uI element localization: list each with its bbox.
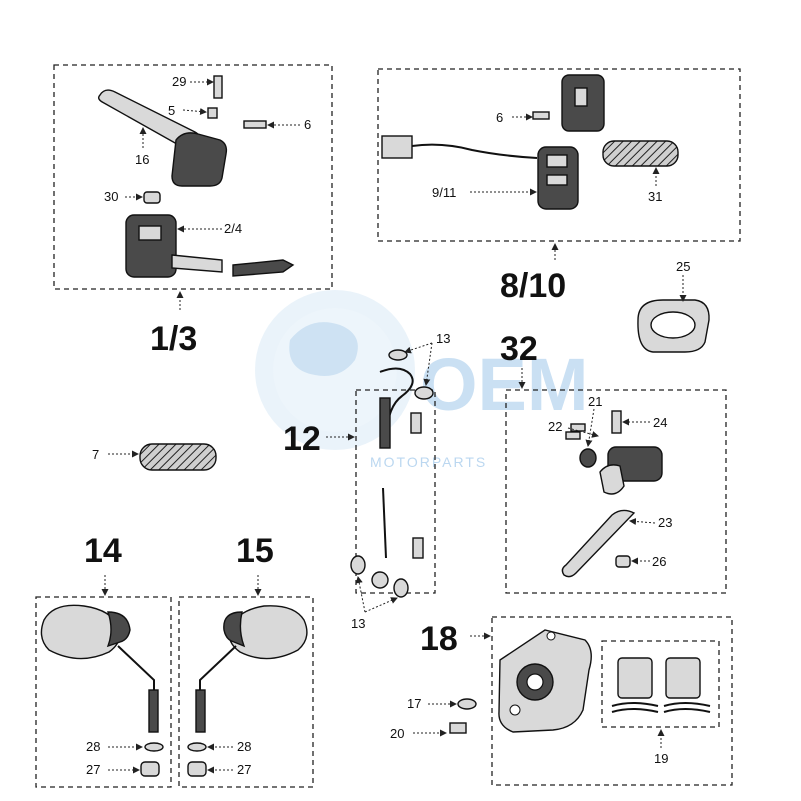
part-5 [207, 107, 218, 119]
part-29 [213, 75, 223, 99]
brake-hose-lower [382, 487, 387, 559]
grip-7 [139, 443, 217, 471]
part-24 [611, 410, 622, 434]
switch-2-4 [125, 214, 177, 278]
group-1-3-box [53, 64, 333, 290]
group-label-1-3: 1/3 [150, 320, 197, 358]
group-18-box [491, 616, 733, 786]
group-label-18: 18 [420, 620, 458, 658]
part-30 [143, 191, 161, 204]
callout-29: 29 [172, 74, 186, 89]
callout-23: 23 [658, 515, 672, 530]
group-12: 13 13 12 [283, 331, 450, 631]
group-label-32: 32 [500, 330, 538, 368]
callout-16: 16 [135, 152, 149, 167]
group-label-14: 14 [84, 532, 122, 570]
callout-26: 26 [652, 554, 666, 569]
washer-13a [388, 349, 408, 361]
part-6b-screw [532, 111, 550, 120]
callout-25: 25 [676, 259, 690, 274]
callout-5: 5 [168, 103, 175, 118]
brake-hose-upper [379, 367, 414, 437]
part-26 [615, 555, 631, 568]
brake-lever-23 [561, 509, 636, 578]
callout-30: 30 [104, 189, 118, 204]
callout-22: 22 [548, 419, 562, 434]
callout-19: 19 [654, 751, 668, 766]
callout-13b: 13 [351, 616, 365, 631]
brake-pad-left [617, 657, 653, 699]
group-12-box [355, 389, 436, 594]
connector-plug [381, 135, 413, 159]
group-32-box [505, 389, 727, 594]
group-15: 28 27 15 [178, 532, 314, 788]
group-14-box [35, 596, 172, 788]
watermark-sub: MOTORPARTS [370, 454, 487, 470]
group-15-box [178, 596, 314, 788]
callout-7: 7 [92, 447, 99, 462]
group-18: 17 20 19 18 [390, 616, 733, 786]
group-label-12: 12 [283, 420, 321, 458]
callout-9-11: 9/11 [432, 185, 456, 200]
callout-28a: 28 [86, 739, 100, 754]
callout-6: 6 [304, 117, 311, 132]
group-label-15: 15 [236, 532, 274, 570]
part-6-screw [243, 120, 267, 129]
part-21 [579, 448, 597, 468]
grip-31 [602, 140, 679, 167]
callout-27b: 27 [237, 762, 251, 777]
callout-17: 17 [407, 696, 421, 711]
part-25-group: 25 [637, 259, 710, 353]
switch-connector [232, 259, 295, 277]
callout-20: 20 [390, 726, 404, 741]
callout-2-4: 2/4 [224, 221, 242, 236]
group-14: 28 27 14 [35, 532, 172, 788]
part-17 [457, 698, 477, 710]
brake-pad-right [665, 657, 701, 699]
lever-housing [171, 132, 228, 187]
callout-21: 21 [588, 394, 602, 409]
group-32: 22 21 24 23 26 32 [500, 330, 727, 594]
group-19-box [601, 640, 720, 728]
watermark-brand: OEM [420, 343, 589, 426]
callout-13a: 13 [436, 331, 450, 346]
group-1-3: 29 5 6 16 30 2/4 1/3 [53, 64, 333, 358]
callout-27a: 27 [86, 762, 100, 777]
group-label-8-10: 8/10 [500, 267, 566, 305]
callout-28b: 28 [237, 739, 251, 754]
group-8-10-box [377, 68, 741, 242]
part-20 [449, 722, 467, 734]
group-8-10: 6 9/11 31 8/10 [377, 68, 741, 305]
callout-24: 24 [653, 415, 667, 430]
watermark: OEM MOTORPARTS [255, 290, 589, 470]
callout-6b: 6 [496, 110, 503, 125]
mirror-15-glass [228, 605, 308, 660]
callout-31: 31 [648, 189, 662, 204]
washer-13b [414, 386, 434, 400]
part-7-group: 7 [92, 443, 217, 471]
